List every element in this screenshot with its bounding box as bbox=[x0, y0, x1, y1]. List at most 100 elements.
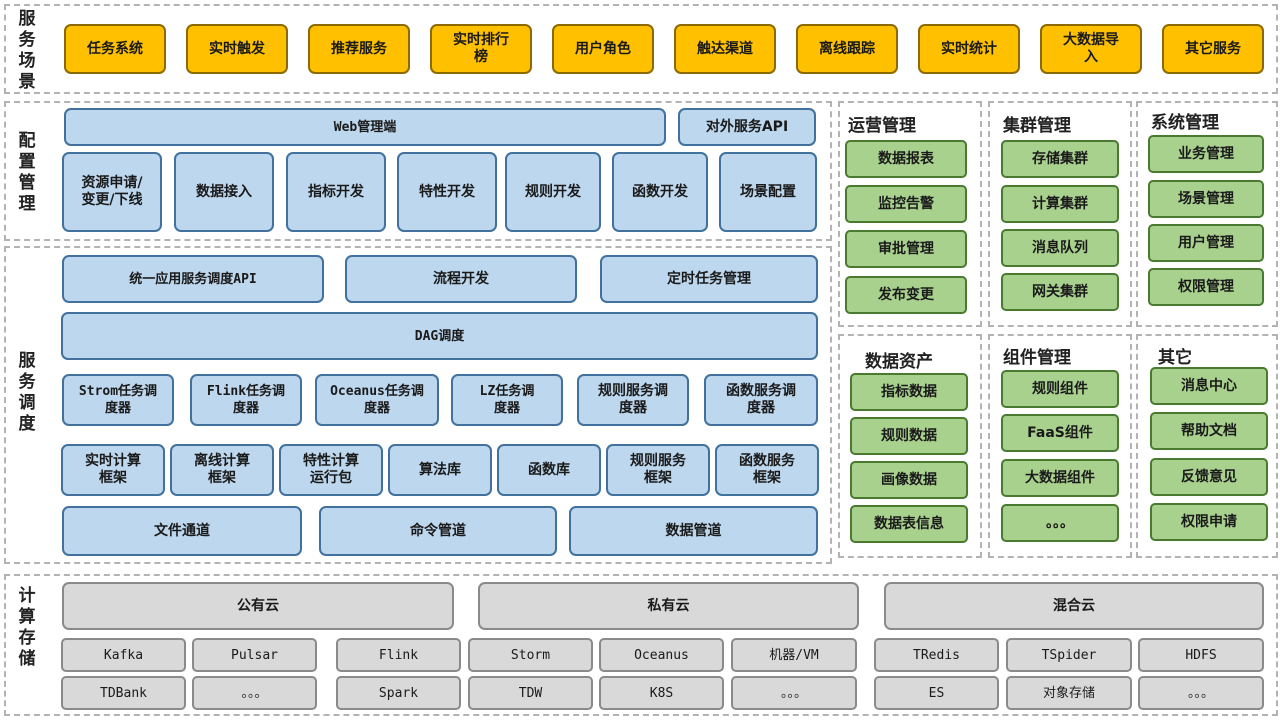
scenes-section bbox=[4, 4, 1278, 94]
system-panel bbox=[1136, 101, 1278, 327]
scene-realtime-stats[interactable]: 实时统计 bbox=[918, 24, 1020, 74]
function-dev-box[interactable]: 函数开发 bbox=[612, 152, 708, 232]
public-tdbank[interactable]: TDBank bbox=[61, 676, 186, 710]
data-ingest-box[interactable]: 数据接入 bbox=[174, 152, 274, 232]
components-panel-title: 组件管理 bbox=[1003, 348, 1071, 367]
system-panel-title: 系统管理 bbox=[1151, 113, 1219, 132]
assets-panel-title: 数据资产 bbox=[865, 352, 933, 371]
system-user[interactable]: 用户管理 bbox=[1148, 224, 1264, 262]
scene-realtime-ranking[interactable]: 实时排行榜 bbox=[430, 24, 532, 74]
ops-release-change[interactable]: 发布变更 bbox=[845, 276, 967, 314]
public-pulsar[interactable]: Pulsar bbox=[192, 638, 317, 672]
lz-scheduler-box[interactable]: LZ任务调度器 bbox=[451, 374, 563, 426]
cluster-gateway[interactable]: 网关集群 bbox=[1001, 273, 1119, 311]
asset-table-info[interactable]: 数据表信息 bbox=[850, 505, 968, 543]
function-lib-box[interactable]: 函数库 bbox=[497, 444, 601, 496]
timed-task-box[interactable]: 定时任务管理 bbox=[600, 255, 818, 303]
web-console-box[interactable]: Web管理端 bbox=[64, 108, 666, 146]
command-pipe-box[interactable]: 命令管道 bbox=[319, 506, 557, 556]
hybrid-tspider[interactable]: TSpider bbox=[1006, 638, 1132, 672]
private-machine-vm[interactable]: 机器/VM bbox=[731, 638, 857, 672]
feature-dev-box[interactable]: 特性开发 bbox=[397, 152, 497, 232]
public-cloud-box[interactable]: 公有云 bbox=[62, 582, 454, 630]
ops-monitor-alert[interactable]: 监控告警 bbox=[845, 185, 967, 223]
cluster-storage[interactable]: 存储集群 bbox=[1001, 140, 1119, 178]
private-cloud-box[interactable]: 私有云 bbox=[478, 582, 859, 630]
component-bigdata[interactable]: 大数据组件 bbox=[1001, 459, 1119, 497]
compute-label: 计算存储 bbox=[18, 586, 36, 668]
other-feedback[interactable]: 反馈意见 bbox=[1150, 458, 1268, 496]
hybrid-object-storage[interactable]: 对象存储 bbox=[1006, 676, 1132, 710]
flink-scheduler-box[interactable]: Flink任务调度器 bbox=[190, 374, 302, 426]
component-faas[interactable]: FaaS组件 bbox=[1001, 414, 1119, 452]
other-permission-apply[interactable]: 权限申请 bbox=[1150, 503, 1268, 541]
ops-approval[interactable]: 审批管理 bbox=[845, 230, 967, 268]
scene-bigdata-import[interactable]: 大数据导入 bbox=[1040, 24, 1142, 74]
hybrid-es[interactable]: ES bbox=[874, 676, 999, 710]
component-more[interactable]: 。。。 bbox=[1001, 504, 1119, 542]
public-kafka[interactable]: Kafka bbox=[61, 638, 186, 672]
private-spark[interactable]: Spark bbox=[336, 676, 461, 710]
scene-user-role[interactable]: 用户角色 bbox=[552, 24, 654, 74]
other-help-docs[interactable]: 帮助文档 bbox=[1150, 412, 1268, 450]
scheduling-label: 服务调度 bbox=[18, 351, 36, 433]
scene-reach-channel[interactable]: 触达渠道 bbox=[674, 24, 776, 74]
system-permission[interactable]: 权限管理 bbox=[1148, 268, 1264, 306]
cluster-message-queue[interactable]: 消息队列 bbox=[1001, 229, 1119, 267]
dag-schedule-box[interactable]: DAG调度 bbox=[61, 312, 818, 360]
storm-scheduler-box[interactable]: Strom任务调度器 bbox=[62, 374, 174, 426]
scene-task-system[interactable]: 任务系统 bbox=[64, 24, 166, 74]
scene-recommend-service[interactable]: 推荐服务 bbox=[308, 24, 410, 74]
scene-realtime-trigger[interactable]: 实时触发 bbox=[186, 24, 288, 74]
public-more[interactable]: 。。。 bbox=[192, 676, 317, 710]
private-flink[interactable]: Flink bbox=[336, 638, 461, 672]
resource-apply-box[interactable]: 资源申请/变更/下线 bbox=[62, 152, 162, 232]
function-scheduler-box[interactable]: 函数服务调度器 bbox=[704, 374, 818, 426]
private-oceanus[interactable]: Oceanus bbox=[599, 638, 724, 672]
system-scene[interactable]: 场景管理 bbox=[1148, 180, 1264, 218]
component-rule[interactable]: 规则组件 bbox=[1001, 370, 1119, 408]
hybrid-tredis[interactable]: TRedis bbox=[874, 638, 999, 672]
feature-runtime-box[interactable]: 特性计算运行包 bbox=[279, 444, 383, 496]
compute-section bbox=[4, 574, 1278, 716]
ops-panel-title: 运营管理 bbox=[848, 116, 916, 135]
asset-profile-data[interactable]: 画像数据 bbox=[850, 461, 968, 499]
hybrid-more[interactable]: 。。。 bbox=[1138, 676, 1264, 710]
other-panel bbox=[1136, 334, 1278, 558]
hybrid-cloud-box[interactable]: 混合云 bbox=[884, 582, 1264, 630]
private-more[interactable]: 。。。 bbox=[731, 676, 857, 710]
workflow-dev-box[interactable]: 流程开发 bbox=[345, 255, 577, 303]
hybrid-hdfs[interactable]: HDFS bbox=[1138, 638, 1264, 672]
file-channel-box[interactable]: 文件通道 bbox=[62, 506, 302, 556]
external-api-box[interactable]: 对外服务API bbox=[678, 108, 816, 146]
rule-scheduler-box[interactable]: 规则服务调度器 bbox=[577, 374, 689, 426]
private-storm[interactable]: Storm bbox=[468, 638, 593, 672]
assets-panel bbox=[838, 334, 982, 558]
function-framework-box[interactable]: 函数服务框架 bbox=[715, 444, 819, 496]
ops-data-report[interactable]: 数据报表 bbox=[845, 140, 967, 178]
scheduling-section bbox=[4, 246, 832, 564]
other-message-center[interactable]: 消息中心 bbox=[1150, 367, 1268, 405]
scene-config-box[interactable]: 场景配置 bbox=[719, 152, 817, 232]
scene-other-service[interactable]: 其它服务 bbox=[1162, 24, 1264, 74]
components-panel bbox=[988, 334, 1132, 558]
scenes-label: 服务场景 bbox=[18, 9, 36, 91]
rule-framework-box[interactable]: 规则服务框架 bbox=[606, 444, 710, 496]
algorithm-lib-box[interactable]: 算法库 bbox=[388, 444, 492, 496]
realtime-framework-box[interactable]: 实时计算框架 bbox=[61, 444, 165, 496]
cluster-panel bbox=[988, 101, 1132, 327]
oceanus-scheduler-box[interactable]: Oceanus任务调度器 bbox=[315, 374, 439, 426]
asset-rule-data[interactable]: 规则数据 bbox=[850, 417, 968, 455]
cluster-compute[interactable]: 计算集群 bbox=[1001, 185, 1119, 223]
private-tdw[interactable]: TDW bbox=[468, 676, 593, 710]
private-k8s[interactable]: K8S bbox=[599, 676, 724, 710]
unified-schedule-api-box[interactable]: 统一应用服务调度API bbox=[62, 255, 324, 303]
scene-offline-tracking[interactable]: 离线跟踪 bbox=[796, 24, 898, 74]
offline-framework-box[interactable]: 离线计算框架 bbox=[170, 444, 274, 496]
config-section bbox=[4, 101, 832, 241]
data-pipe-box[interactable]: 数据管道 bbox=[569, 506, 818, 556]
system-business[interactable]: 业务管理 bbox=[1148, 135, 1264, 173]
rule-dev-box[interactable]: 规则开发 bbox=[505, 152, 601, 232]
asset-metric-data[interactable]: 指标数据 bbox=[850, 373, 968, 411]
metric-dev-box[interactable]: 指标开发 bbox=[286, 152, 386, 232]
